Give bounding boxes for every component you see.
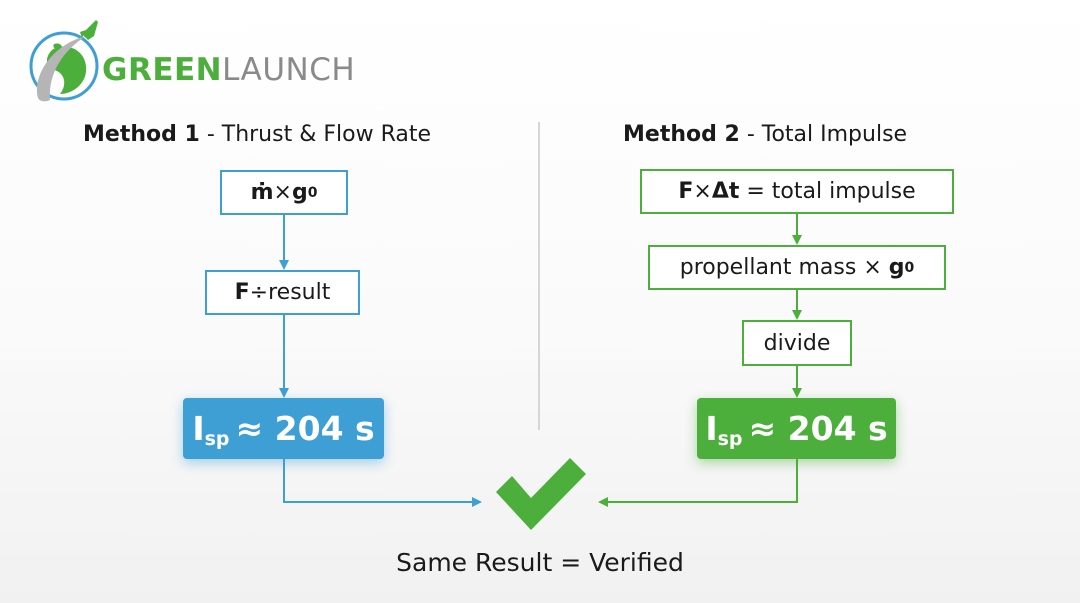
method1-title: Method 1 - Thrust & Flow Rate: [83, 122, 431, 147]
brand-name-gray: LAUNCH: [222, 52, 356, 88]
g-symbol: g: [888, 255, 905, 280]
greenlaunch-logo: GREENLAUNCH: [24, 14, 384, 104]
globe-rocket-icon: [29, 20, 99, 102]
mdot-symbol: ṁ: [250, 180, 274, 205]
step-text: = total impulse: [739, 179, 916, 204]
method1-title-rest: - Thrust & Flow Rate: [199, 122, 432, 147]
brand-name-green: GREEN: [102, 52, 223, 88]
method2-title-bold: Method 2: [623, 122, 740, 147]
isp-subscript: sp: [204, 427, 230, 450]
method2-step-total-impulse: F × Δt = total impulse: [640, 169, 954, 214]
isp-subscript: sp: [717, 427, 743, 450]
checkmark-icon: [496, 458, 586, 530]
g-subscript: 0: [904, 259, 915, 276]
isp-symbol: I: [192, 409, 205, 448]
column-divider: [538, 122, 540, 430]
force-symbol: F: [234, 280, 250, 305]
verification-label: Same Result = Verified: [396, 548, 684, 577]
g-subscript: 0: [307, 184, 318, 201]
isp-value: ≈ 204 s: [748, 409, 888, 448]
method2-title: Method 2 - Total Impulse: [623, 122, 907, 147]
operator: ÷: [249, 280, 269, 305]
delta-t-symbol: Δt: [711, 179, 740, 204]
force-symbol: F: [678, 179, 694, 204]
method2-title-rest: - Total Impulse: [739, 122, 908, 147]
isp-symbol: I: [705, 409, 718, 448]
method1-title-bold: Method 1: [83, 122, 200, 147]
operator: ×: [273, 180, 292, 205]
operator: ×: [693, 179, 712, 204]
step-text: propellant mass ×: [679, 255, 889, 280]
brand-name: GREENLAUNCH: [102, 52, 355, 88]
method2-step-divide: divide: [742, 320, 852, 366]
step-text: result: [268, 280, 331, 305]
method1-step-force-divide-result: F ÷ result: [205, 270, 360, 315]
step-text: divide: [763, 330, 831, 356]
isp-value: ≈ 204 s: [235, 409, 375, 448]
g-symbol: g: [291, 180, 308, 205]
